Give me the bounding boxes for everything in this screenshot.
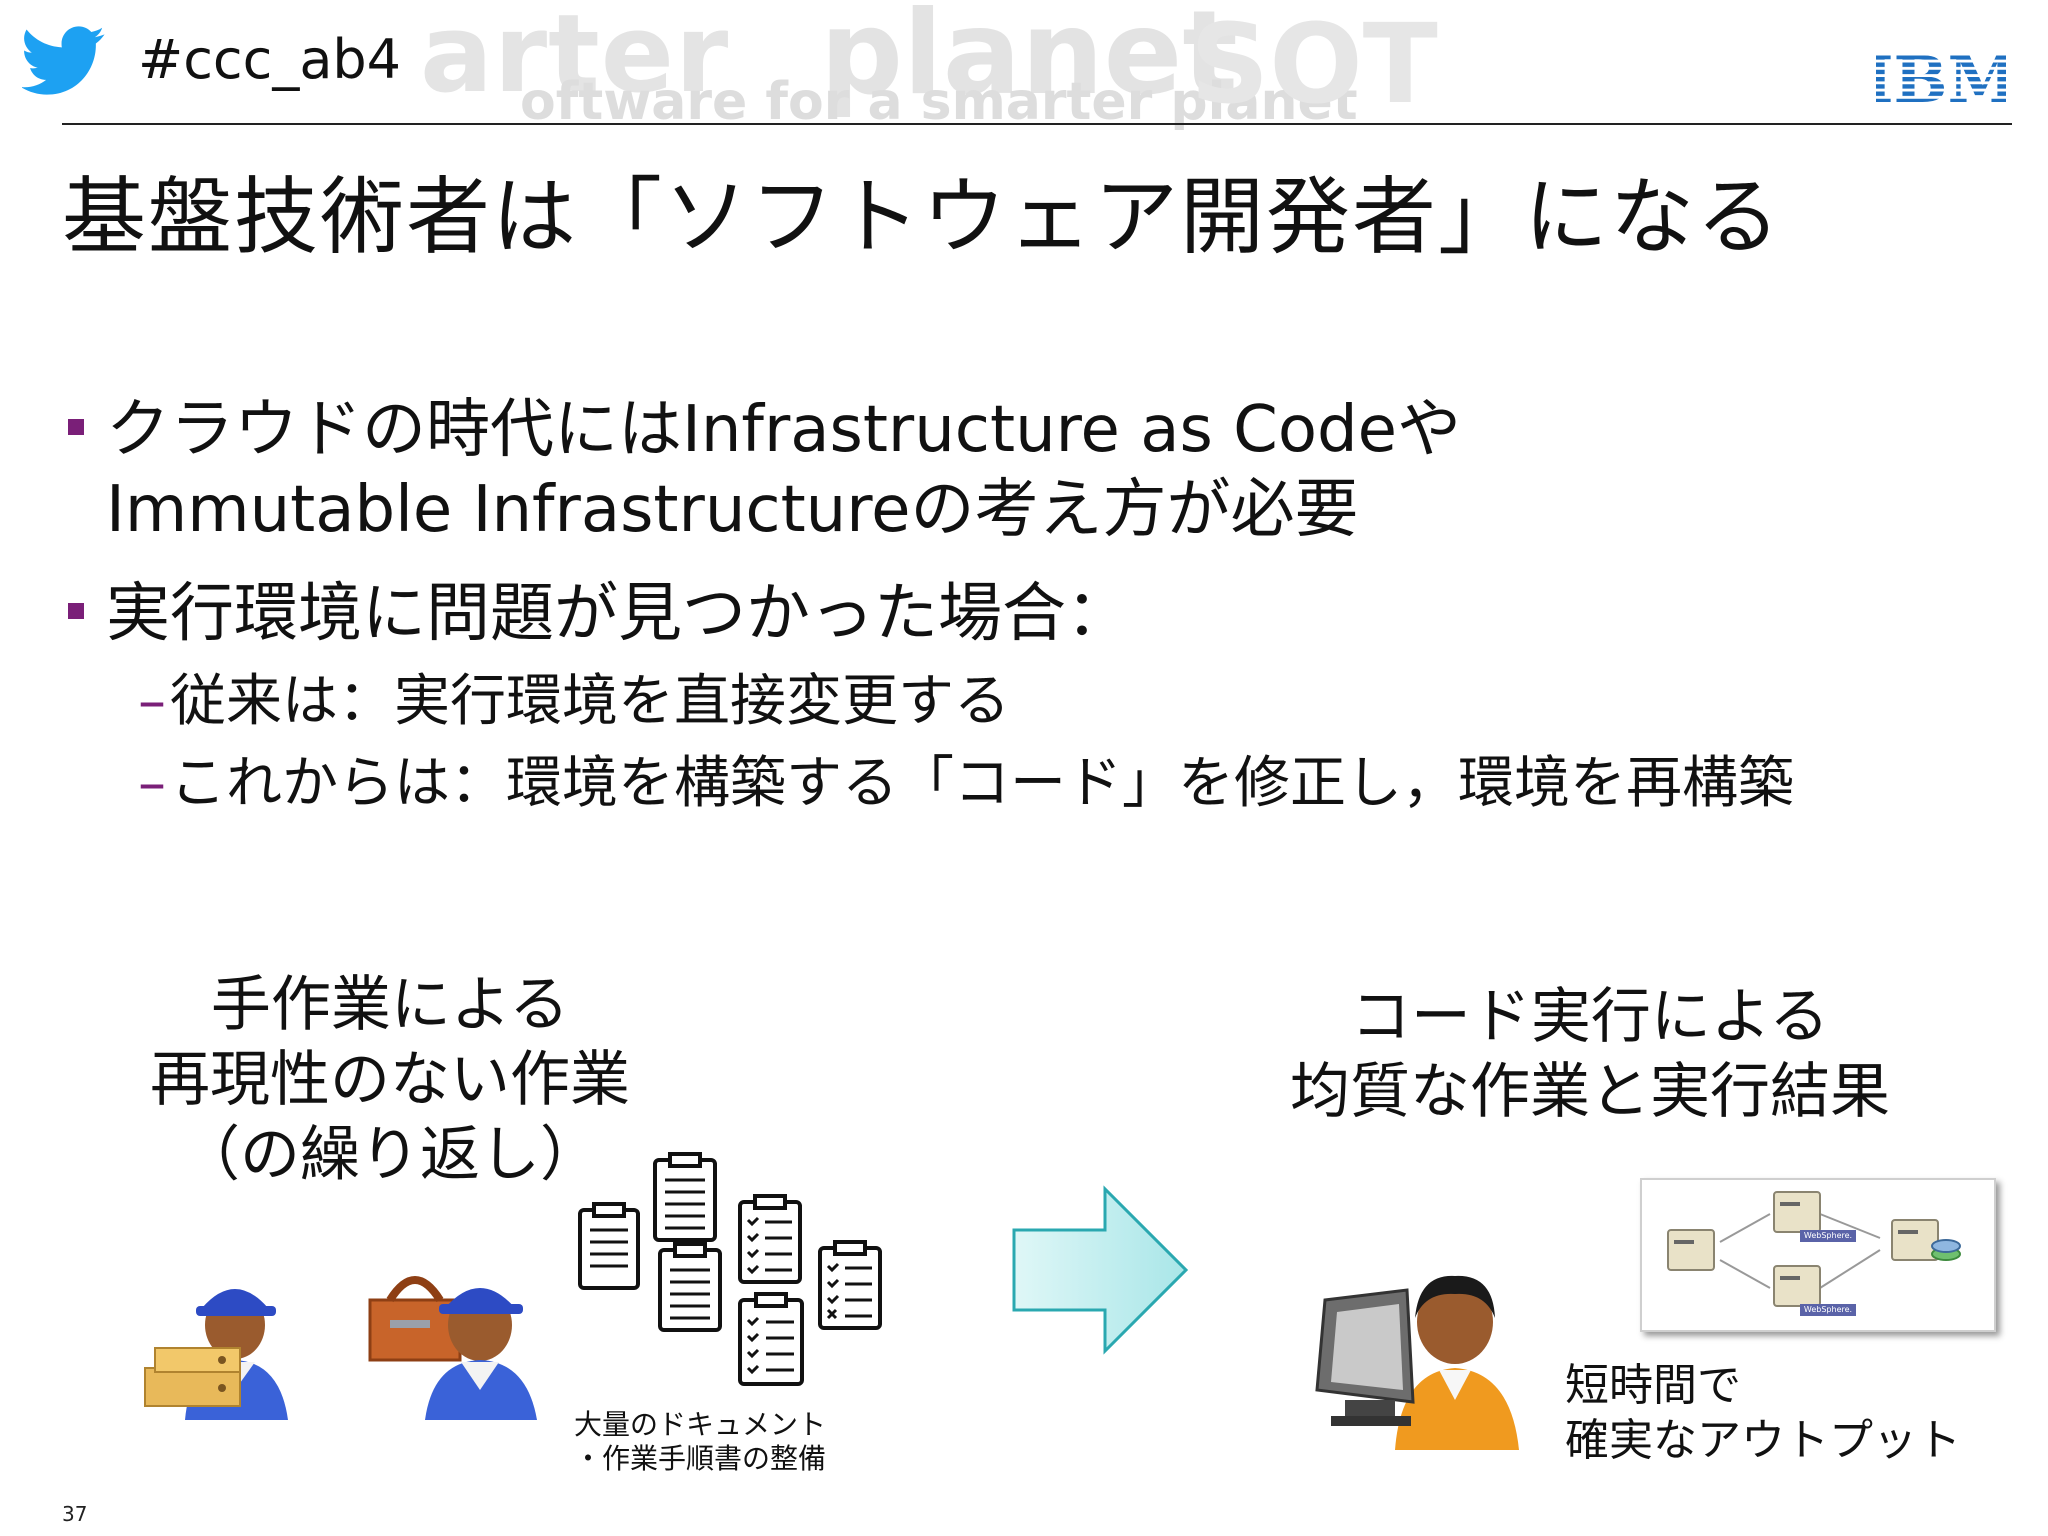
left-caption-line-3: （の繰り返し）	[180, 1120, 600, 1190]
watermark-planet: planet	[820, 0, 1238, 121]
bullet-2-text: 実行環境に問題が見つかった場合：	[106, 577, 1130, 651]
bullet-2: 実行環境に問題が見つかった場合：	[68, 562, 1130, 654]
watermark-tagline: oftware for a smarter planet	[520, 72, 1358, 132]
output-caption-line-1: 短時間で	[1565, 1360, 1741, 1411]
sub-bullet-2: –これからは：環境を構築する「コード」を修正し，環境を再構築	[138, 751, 1794, 816]
sub-bullet-1: –従来は：実行環境を直接変更する	[138, 669, 1010, 734]
ibm-logo: IBM	[1876, 48, 2006, 106]
bullet-marker	[68, 603, 84, 620]
websphere-label-1: WebSphere.	[1803, 1231, 1853, 1240]
left-caption: 手作業による 再現性のない作業 （の繰り返し）	[110, 968, 670, 1193]
bullet-1-text-1: クラウドの時代にはInfrastructure as Codeや	[106, 393, 1462, 467]
documents-clipboards-icon	[578, 1152, 882, 1386]
bullet-marker	[68, 419, 84, 436]
websphere-topology-diagram: WebSphere. WebSphere.	[1640, 1178, 1996, 1332]
right-caption: コード実行による 均質な作業と実行結果	[1240, 980, 1940, 1130]
slide-title: 基盤技術者は「ソフトウェア開発者」になる	[62, 168, 1783, 266]
bullet-1-line-1: クラウドの時代にはInfrastructure as Codeや	[68, 378, 1461, 470]
hashtag: #ccc_ab4	[138, 28, 402, 91]
documents-caption-line-1: 大量のドキュメント	[574, 1408, 827, 1441]
bullet-1-line-2: Immutable Infrastructureの考え方が必要	[106, 473, 1359, 547]
slide-number: 37	[62, 1502, 88, 1526]
right-caption-line-2: 均質な作業と実行結果	[1290, 1057, 1890, 1127]
ibm-logo-text: IBM	[1876, 48, 2006, 106]
documents-caption: 大量のドキュメント ・作業手順書の整備	[574, 1408, 826, 1475]
watermark-sot: SOT	[1190, 0, 1438, 128]
sub-bullet-1-text: 従来は：実行環境を直接変更する	[170, 669, 1010, 734]
person-at-computer-icon	[1315, 1275, 1519, 1450]
watermark-smarter: arter	[420, 0, 730, 117]
worker-with-boxes-icon	[144, 1289, 288, 1420]
worker-with-toolbox-icon	[368, 1276, 537, 1420]
output-caption: 短時間で 確実なアウトプット	[1565, 1358, 1961, 1468]
sub-bullet-2-text: これからは：環境を構築する「コード」を修正し，環境を再構築	[170, 751, 1794, 816]
left-caption-line-1: 手作業による	[210, 970, 570, 1040]
right-caption-line-1: コード実行による	[1350, 982, 1830, 1052]
left-caption-line-2: 再現性のない作業	[150, 1045, 630, 1115]
header-divider	[62, 123, 2012, 125]
right-arrow-icon	[1012, 1185, 1189, 1355]
websphere-label-2: WebSphere.	[1803, 1305, 1853, 1314]
documents-caption-line-2: ・作業手順書の整備	[574, 1441, 827, 1475]
twitter-bird-icon	[22, 26, 105, 95]
output-caption-line-2: 確実なアウトプット	[1565, 1415, 1961, 1466]
server-nodes-graphic	[1667, 1191, 1961, 1316]
